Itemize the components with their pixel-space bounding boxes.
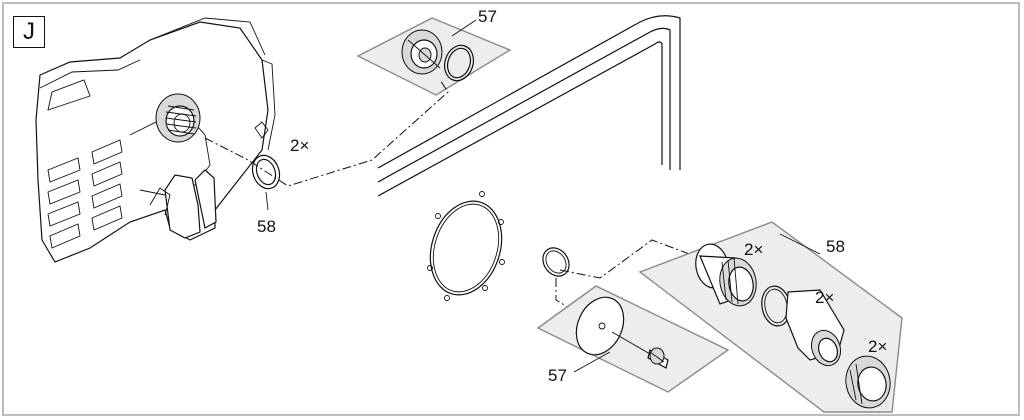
small-seal-ring — [542, 247, 570, 277]
section-label: J — [13, 16, 45, 48]
right-kit-panel — [638, 221, 903, 413]
leader-lines — [451, 19, 821, 373]
callout-top-57: 57 — [478, 7, 497, 26]
flange-gasket — [427, 191, 505, 301]
pipe — [377, 15, 681, 197]
left-o-ring — [251, 154, 281, 211]
callout-right-qty-c: 2× — [868, 337, 887, 356]
callout-bottom-57: 57 — [548, 366, 567, 385]
callout-right-58: 58 — [826, 237, 845, 256]
top-seal-kit-panel — [356, 17, 512, 96]
callout-left-qty: 2× — [290, 136, 309, 155]
callout-right-qty-a: 2× — [744, 240, 763, 259]
pump-housing — [35, 17, 276, 263]
callout-right-qty-b: 2× — [815, 288, 834, 307]
bottom-kit-panel — [536, 285, 730, 393]
callout-left-58: 58 — [257, 217, 276, 236]
